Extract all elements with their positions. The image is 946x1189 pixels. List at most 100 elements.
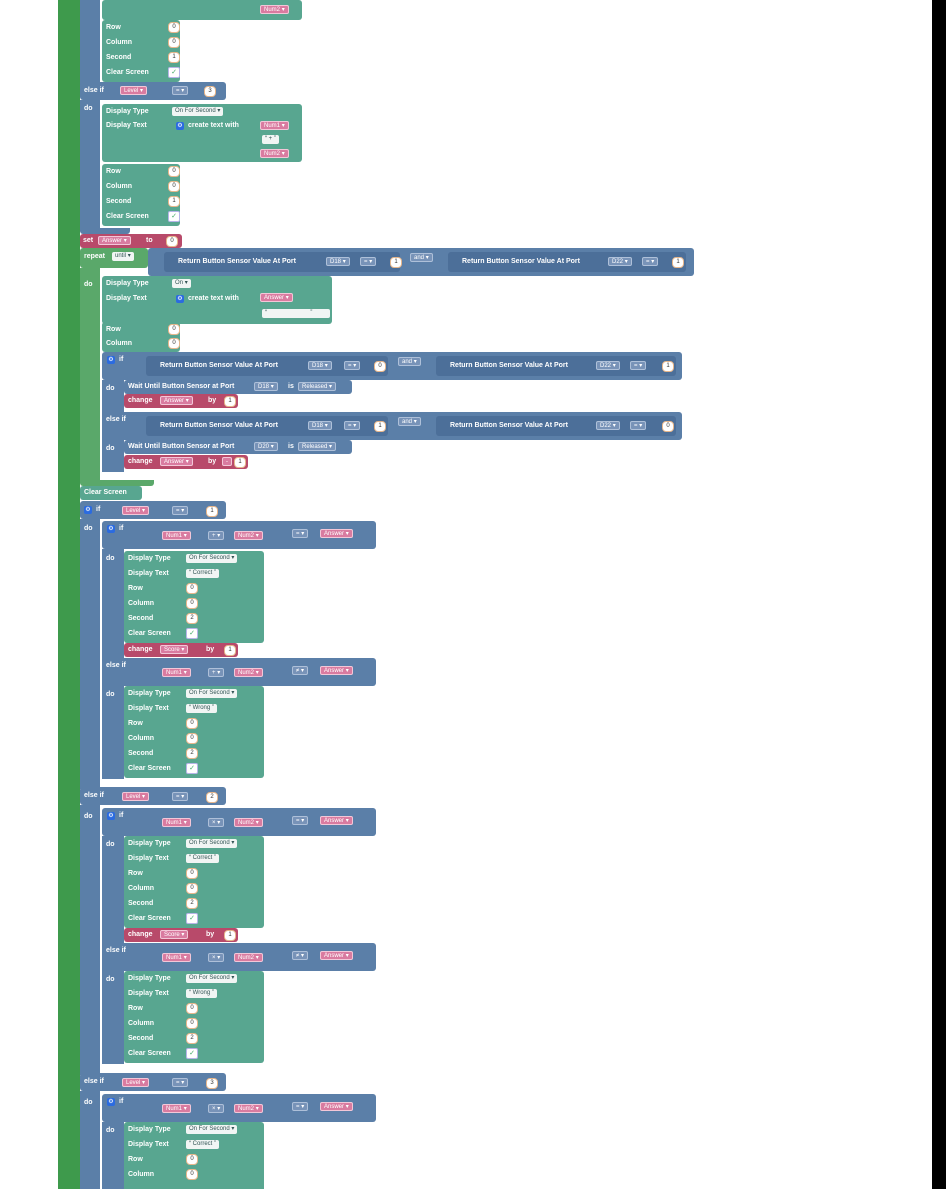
port-dropdown-d22[interactable]: D22 ▾ (596, 361, 620, 370)
clear-screen-checkbox[interactable]: ✓ (186, 763, 198, 774)
clear-screen-checkbox[interactable]: ✓ (168, 67, 180, 78)
else-if-level-3-spine[interactable] (80, 1091, 100, 1189)
compare-dropdown[interactable]: ≠ ▾ (292, 666, 308, 675)
sensor-value[interactable]: 1 (662, 361, 674, 372)
mutator-gear-icon[interactable]: ⚙ (176, 295, 184, 303)
main-loop-spine[interactable] (58, 0, 80, 1189)
display-wrong-block-1[interactable]: Display Type On For Second ▾ Display Tex… (124, 686, 264, 778)
display-type-dropdown[interactable]: On For Second ▾ (186, 689, 238, 698)
mutator-gear-icon[interactable]: ⚙ (107, 812, 115, 820)
button-sensor-block-d18[interactable]: Return Button Sensor Value At Port D18 ▾… (164, 252, 402, 272)
else-if-level-block[interactable]: else if Level ▾ = ▾ 3 (80, 82, 226, 100)
else-if-level-2-spine[interactable] (80, 805, 100, 1075)
button-sensor-block-d18[interactable]: Return Button Sensor Value At Port D18 ▾… (146, 416, 388, 436)
operator-dropdown[interactable]: × ▾ (208, 818, 225, 827)
compare-op-dropdown[interactable]: = ▾ (172, 86, 189, 95)
column-value[interactable]: 0 (168, 181, 180, 192)
display-text-tail-block[interactable]: Num2 ▾ (102, 0, 302, 20)
display-text-string[interactable]: “ Wrong ” (186, 989, 217, 998)
repeat-mode-dropdown[interactable]: until ▾ (112, 252, 134, 261)
second-value[interactable]: 1 (168, 196, 180, 207)
change-score-block[interactable]: change Score ▾ by 1 (124, 928, 238, 942)
answer-variable[interactable]: Answer ▾ (320, 951, 353, 960)
blockly-workspace[interactable]: Num2 ▾ Row 0 Column 0 Second 1 Clear Scr… (58, 0, 932, 1189)
button-sensor-block-d22[interactable]: Return Button Sensor Value At Port D22 ▾… (436, 416, 676, 436)
compare-dropdown[interactable]: = ▾ (642, 257, 659, 266)
if-block-1-spine[interactable] (80, 0, 100, 86)
operator-dropdown[interactable]: + ▾ (208, 531, 225, 540)
compare-op-dropdown[interactable]: = ▾ (172, 1078, 189, 1087)
level-variable[interactable]: Level ▾ (122, 1078, 150, 1087)
port-dropdown-d18[interactable]: D18 ▾ (326, 257, 350, 266)
mutator-gear-icon[interactable]: ⚙ (176, 122, 184, 130)
wait-until-d18-block[interactable]: Wait Until Button Sensor at Port D18 ▾ i… (124, 380, 352, 394)
change-amount[interactable]: 1 (224, 645, 236, 656)
clear-screen-checkbox[interactable]: ✓ (186, 628, 198, 639)
sensor-value[interactable]: 1 (390, 257, 402, 268)
row-value[interactable]: 0 (186, 718, 198, 729)
else-if-num-check-block-1[interactable]: else if Num1 ▾ + ▾ Num2 ▾ ≠ ▾ Answer ▾ (102, 658, 376, 686)
answer-variable[interactable]: Answer ▾ (320, 666, 353, 675)
display-text-block-answer[interactable]: Display Type On ▾ Display Text ⚙ create … (102, 276, 332, 324)
change-answer-block[interactable]: change Answer ▾ by - 1 (124, 455, 248, 469)
display-text-string[interactable]: “ Wrong ” (186, 704, 217, 713)
button-sensor-block-d18[interactable]: Return Button Sensor Value At Port D18 ▾… (146, 356, 388, 376)
answer-variable[interactable]: Answer ▾ (320, 816, 353, 825)
column-value[interactable]: 0 (168, 338, 180, 349)
num2-variable[interactable]: Num2 ▾ (234, 531, 263, 540)
second-value[interactable]: 2 (186, 613, 198, 624)
num2-variable[interactable]: Num2 ▾ (234, 1104, 263, 1113)
if-button-d18-block[interactable]: ⚙ if Return Button Sensor Value At Port … (102, 352, 682, 380)
and-condition-block-1[interactable]: Return Button Sensor Value At Port D18 ▾… (148, 248, 694, 276)
compare-dropdown[interactable]: = ▾ (630, 361, 647, 370)
if-num-check-block-3[interactable]: ⚙ if Num1 ▾ × ▾ Num2 ▾ = ▾ Answer ▾ (102, 1094, 376, 1122)
answer-variable[interactable]: Answer ▾ (320, 529, 353, 538)
display-wrong-block-2[interactable]: Display Type On For Second ▾ Display Tex… (124, 971, 264, 1063)
repeat-spine[interactable] (80, 268, 100, 480)
compare-dropdown[interactable]: = ▾ (360, 257, 377, 266)
else-if-level-2-block[interactable]: else if Level ▾ = ▾ 2 (80, 787, 226, 805)
answer-variable[interactable]: Answer ▾ (98, 236, 131, 245)
display-correct-block-3[interactable]: Display Type On For Second ▾ Display Tex… (124, 1122, 264, 1189)
else-if-spine[interactable] (80, 100, 100, 228)
button-sensor-block-d22[interactable]: Return Button Sensor Value At Port D22 ▾… (436, 356, 676, 376)
state-dropdown[interactable]: Released ▾ (298, 442, 337, 451)
display-params-block-2[interactable]: Row 0 Column 0 Second 1 Clear Screen ✓ (102, 164, 180, 226)
clear-screen-checkbox[interactable]: ✓ (186, 1048, 198, 1059)
compare-op-dropdown[interactable]: = ▾ (172, 506, 189, 515)
mutator-gear-icon[interactable]: ⚙ (107, 1098, 115, 1106)
display-text-string[interactable]: “ Correct ” (186, 1140, 220, 1149)
operator-dropdown[interactable]: × ▾ (208, 953, 225, 962)
mutator-gear-icon[interactable]: ⚙ (84, 506, 92, 514)
num2-variable[interactable]: Num2 ▾ (234, 818, 263, 827)
row-value[interactable]: 0 (186, 868, 198, 879)
level-variable[interactable]: Level ▾ (122, 792, 150, 801)
change-amount[interactable]: 1 (234, 457, 246, 468)
answer-variable[interactable]: Answer ▾ (320, 1102, 353, 1111)
compare-dropdown[interactable]: = ▾ (344, 361, 361, 370)
column-value[interactable]: 0 (186, 1169, 198, 1180)
num1-variable[interactable]: Num1 ▾ (162, 668, 191, 677)
and-dropdown[interactable]: and ▾ (398, 417, 421, 426)
answer-variable[interactable]: Answer ▾ (260, 293, 293, 302)
compare-dropdown[interactable]: = ▾ (292, 529, 309, 538)
plus-text[interactable]: “ + ” (262, 135, 279, 144)
num1-variable[interactable]: Num1 ▾ (162, 953, 191, 962)
change-amount[interactable]: 1 (224, 930, 236, 941)
display-text-block-2[interactable]: Display Type On For Second ▾ Display Tex… (102, 104, 302, 162)
level-variable[interactable]: Level ▾ (120, 86, 148, 95)
else-if-level-3-block[interactable]: else if Level ▾ = ▾ 3 (80, 1073, 226, 1091)
clear-screen-block[interactable]: Clear Screen (80, 486, 142, 500)
num2-variable[interactable]: Num2 ▾ (260, 149, 289, 158)
num2-variable[interactable]: Num2 ▾ (234, 668, 263, 677)
row-value[interactable]: 0 (186, 1003, 198, 1014)
column-value[interactable]: 0 (168, 37, 180, 48)
mutator-gear-icon[interactable]: ⚙ (107, 356, 115, 364)
wait-until-d20-block[interactable]: Wait Until Button Sensor at Port D20 ▾ i… (124, 440, 352, 454)
row-value[interactable]: 0 (186, 1154, 198, 1165)
port-dropdown-d20[interactable]: D20 ▾ (254, 442, 278, 451)
if-num-check-block-1[interactable]: ⚙ if Num1 ▾ + ▾ Num2 ▾ = ▾ Answer ▾ (102, 521, 376, 549)
display-params-block-1[interactable]: Row 0 Column 0 Second 1 Clear Screen ✓ (102, 20, 180, 82)
level-number[interactable]: 3 (204, 86, 216, 97)
state-dropdown[interactable]: Released ▾ (298, 382, 337, 391)
